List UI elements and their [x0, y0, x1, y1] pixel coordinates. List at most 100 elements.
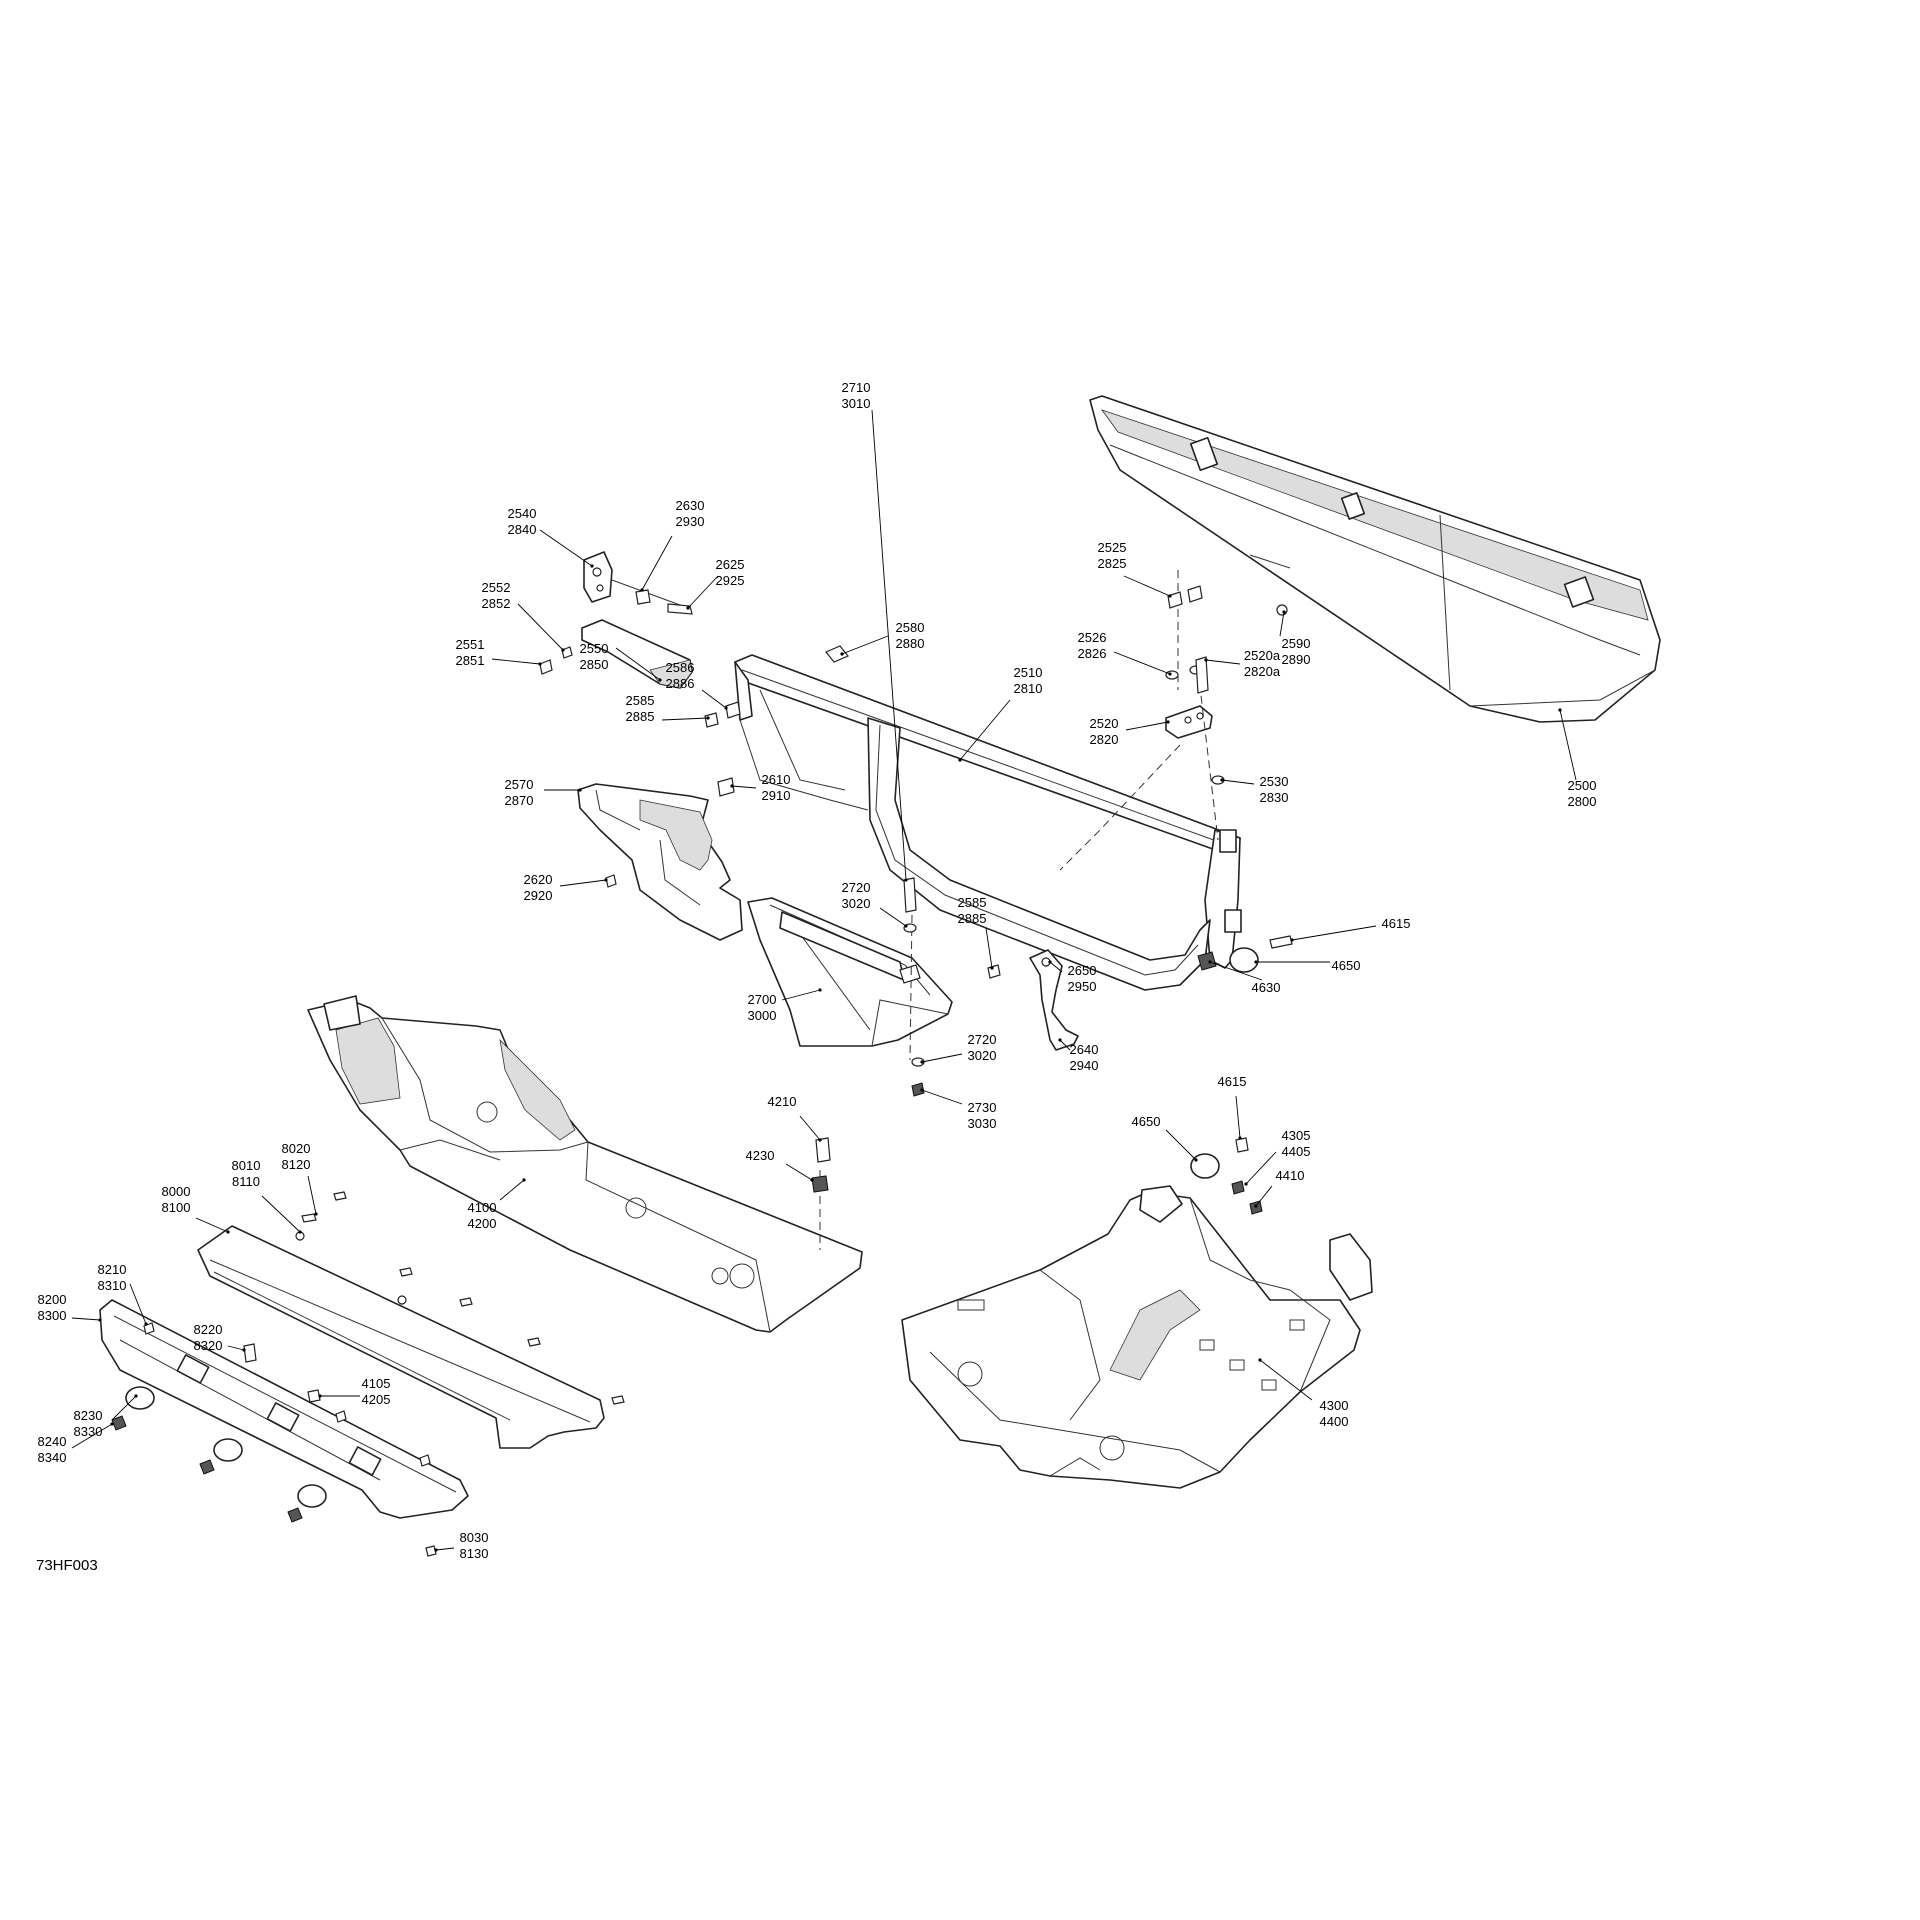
callout-part-number: 8100 [162, 1200, 191, 1215]
callout-part-number: 2552 [482, 580, 511, 595]
callout-leader [985, 927, 993, 969]
callout-leader-end [904, 878, 908, 882]
callout-part-number: 2840 [508, 522, 537, 537]
callout-leader [1291, 925, 1377, 941]
callout-part-number: 8300 [38, 1308, 67, 1323]
callout-leader-end [658, 678, 662, 682]
callout-leader [195, 1217, 229, 1233]
callout-part-number: 2820 [1090, 732, 1119, 747]
callout-part-number: 8340 [38, 1450, 67, 1465]
callout-part-number: 2870 [505, 793, 534, 808]
callout-part-number: 2820a [1244, 664, 1281, 679]
callout-leader-end [1282, 610, 1286, 614]
callout-leader [261, 1195, 301, 1233]
callout-leader-end [561, 648, 565, 652]
callout-part-number: 2852 [482, 596, 511, 611]
callout-part-number: 2910 [762, 788, 791, 803]
callout-part-number: 2625 [716, 557, 745, 572]
callout-leader-end [1166, 720, 1170, 724]
callout-leader-end [298, 1230, 302, 1234]
callout-part-number: 3000 [748, 1008, 777, 1023]
callout-part-number: 2851 [456, 653, 485, 668]
panel-fasteners [903, 877, 1001, 1097]
strap-2640 [1029, 949, 1079, 1051]
callout-labels: 2540284026302930262529252552285225512851… [38, 380, 1597, 1561]
callout-leader [1279, 611, 1285, 637]
callout-leader [1255, 1185, 1273, 1207]
callout-part-number: 2650 [1068, 963, 1097, 978]
callout-part-number: 2590 [1282, 636, 1311, 651]
callout-leader [517, 603, 564, 651]
callout-leader [1245, 1151, 1277, 1185]
callout-part-number: 8200 [38, 1292, 67, 1307]
callout-part-number: 3010 [842, 396, 871, 411]
callout-leader [1059, 1039, 1071, 1051]
callout-leader-end [522, 1178, 526, 1182]
callout-leader-end [1220, 778, 1224, 782]
rocker-rail-8000 [197, 1225, 605, 1449]
callout-part-number: 4100 [468, 1200, 497, 1215]
callout-part-number: 2551 [456, 637, 485, 652]
callout-part-number: 4300 [1320, 1398, 1349, 1413]
callout-part-number: 2885 [958, 911, 987, 926]
callout-leader [661, 717, 709, 721]
callout-leader [491, 658, 541, 665]
callout-leader [731, 785, 757, 789]
reference-code: 73HF003 [36, 1557, 98, 1574]
callout-leader [871, 409, 907, 881]
callout-part-number: 2520a [1244, 648, 1281, 663]
callout-part-number: 2520 [1090, 716, 1119, 731]
callout-part-number: 2570 [505, 777, 534, 792]
callout-leader-end [990, 966, 994, 970]
callout-leader [841, 635, 889, 655]
callout-leader [1125, 721, 1169, 731]
callout-leader-end [1058, 1038, 1062, 1042]
callout-leader [435, 1547, 455, 1551]
callout-part-number: 2825 [1098, 556, 1127, 571]
callout-part-number: 8030 [460, 1530, 489, 1545]
callout-leader [499, 1179, 525, 1201]
callout-leader-end [1258, 1358, 1262, 1362]
callout-part-number: 8130 [460, 1546, 489, 1561]
striker-lower [1190, 1137, 1263, 1215]
callout-part-number: 2586 [666, 660, 695, 675]
callout-part-number: 2886 [666, 676, 695, 691]
callout-leader [307, 1175, 317, 1215]
callout-leader-end [1048, 960, 1052, 964]
callout-leader-end [818, 988, 822, 992]
callout-part-number: 2810 [1014, 681, 1043, 696]
callout-part-number: 2620 [524, 872, 553, 887]
callout-part-number: 2930 [676, 514, 705, 529]
callout-leader-end [686, 606, 690, 610]
callout-part-number: 2550 [580, 641, 609, 656]
door-frame-2510 [734, 654, 1242, 991]
callout-part-number: 2880 [896, 636, 925, 651]
callout-leader [1049, 961, 1063, 973]
callout-part-number: 4650 [1332, 958, 1361, 973]
callout-part-number: 4200 [468, 1216, 497, 1231]
callout-leader [921, 1089, 963, 1105]
callout-part-number: 2826 [1078, 646, 1107, 661]
lower-rail-8200 [99, 1299, 469, 1557]
callout-leader [539, 529, 593, 567]
callout-leader-end [1290, 938, 1294, 942]
door-panel-2500 [1089, 395, 1661, 723]
callout-leader-end [98, 1318, 102, 1322]
callout-part-number: 2530 [1260, 774, 1289, 789]
panel-fasteners-4210 [811, 1137, 831, 1193]
callout-part-number: 2940 [1070, 1058, 1099, 1073]
callout-leader-end [1558, 708, 1562, 712]
callout-leader [799, 1115, 821, 1141]
callout-part-number: 8320 [194, 1338, 223, 1353]
callout-leader-end [1238, 1136, 1242, 1140]
callout-leader [785, 1163, 813, 1181]
callout-part-number: 2630 [676, 498, 705, 513]
callout-part-number: 2500 [1568, 778, 1597, 793]
callout-leader [701, 689, 727, 709]
callout-leader-end [904, 924, 908, 928]
callout-part-number: 4205 [362, 1392, 391, 1407]
lower-side-panel-4300 [901, 1185, 1373, 1489]
callout-leader [1209, 961, 1263, 981]
callout-part-number: 3020 [842, 896, 871, 911]
callout-part-number: 4615 [1382, 916, 1411, 931]
